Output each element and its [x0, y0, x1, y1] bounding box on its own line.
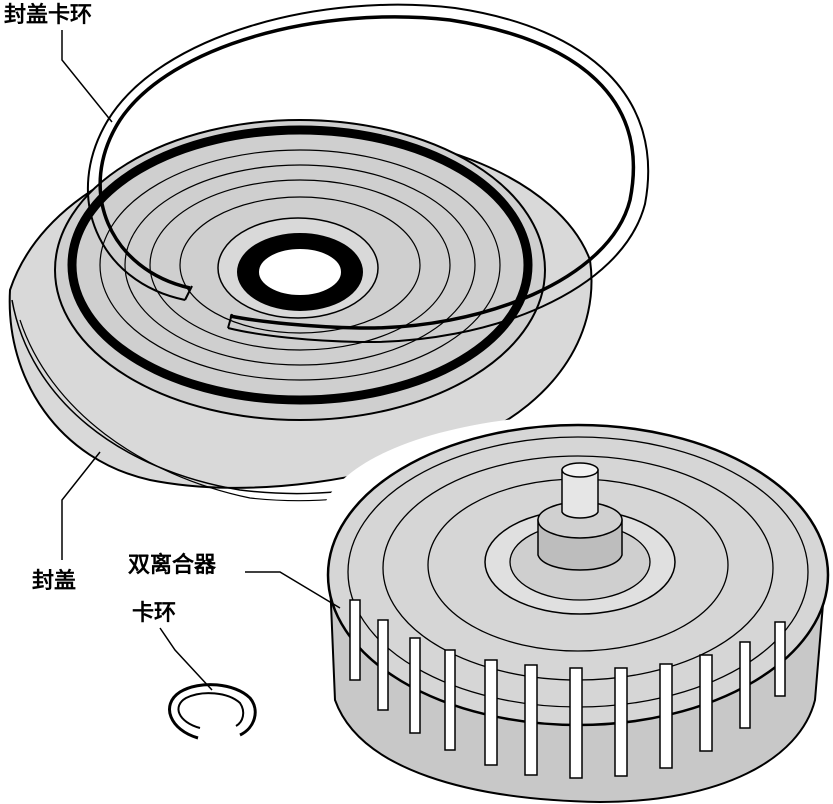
leader-snap-ring — [159, 627, 213, 691]
snap-ring-part — [168, 683, 257, 740]
leader-cover-snap-ring — [61, 30, 113, 123]
label-cover-snap-ring: 封盖卡环 — [4, 2, 92, 28]
cover-snap-ring-inner — [86, 3, 650, 344]
snap-ring-inner — [177, 692, 245, 729]
leader-cover — [61, 451, 101, 560]
cover-hub-hole — [257, 247, 343, 297]
label-dual-clutch: 双离合器 — [128, 552, 217, 578]
clutch-input-shaft — [561, 469, 599, 519]
label-cover: 封盖 — [32, 568, 76, 594]
label-snap-ring: 卡环 — [132, 601, 176, 626]
cover-part — [8, 119, 593, 502]
leader-dual-clutch — [245, 571, 341, 609]
snap-ring-outer — [168, 683, 257, 740]
cover-snap-ring-part — [86, 3, 650, 344]
dual-clutch-part — [320, 414, 832, 804]
cover-seal-ring — [67, 125, 533, 405]
leader-lines — [61, 30, 341, 691]
cover-snap-ring-outer — [98, 15, 636, 330]
